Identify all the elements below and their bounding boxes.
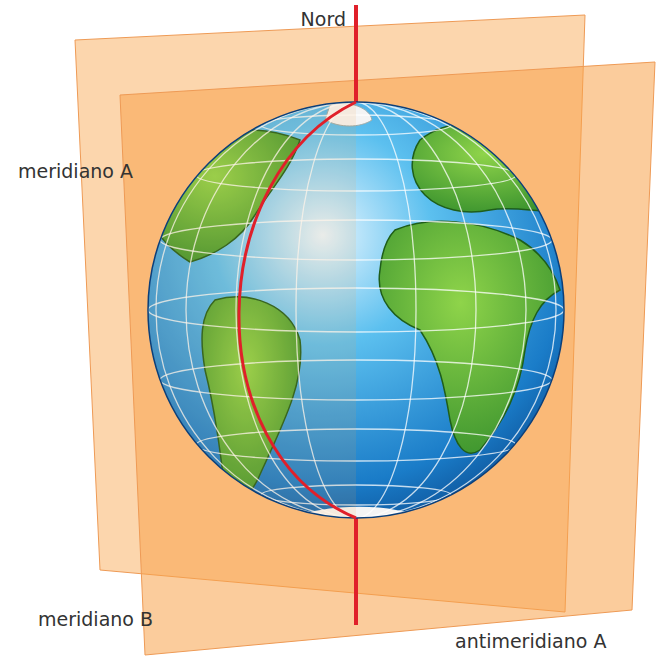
axis-label: Nord bbox=[301, 8, 346, 31]
meridian-label: antimeridiano A bbox=[455, 630, 606, 653]
meridian-label: meridiano B bbox=[38, 608, 153, 631]
meridian-plane bbox=[120, 62, 655, 655]
meridian-line bbox=[239, 102, 356, 518]
globe bbox=[140, 90, 571, 560]
meridian-label: meridiano A bbox=[18, 160, 133, 183]
